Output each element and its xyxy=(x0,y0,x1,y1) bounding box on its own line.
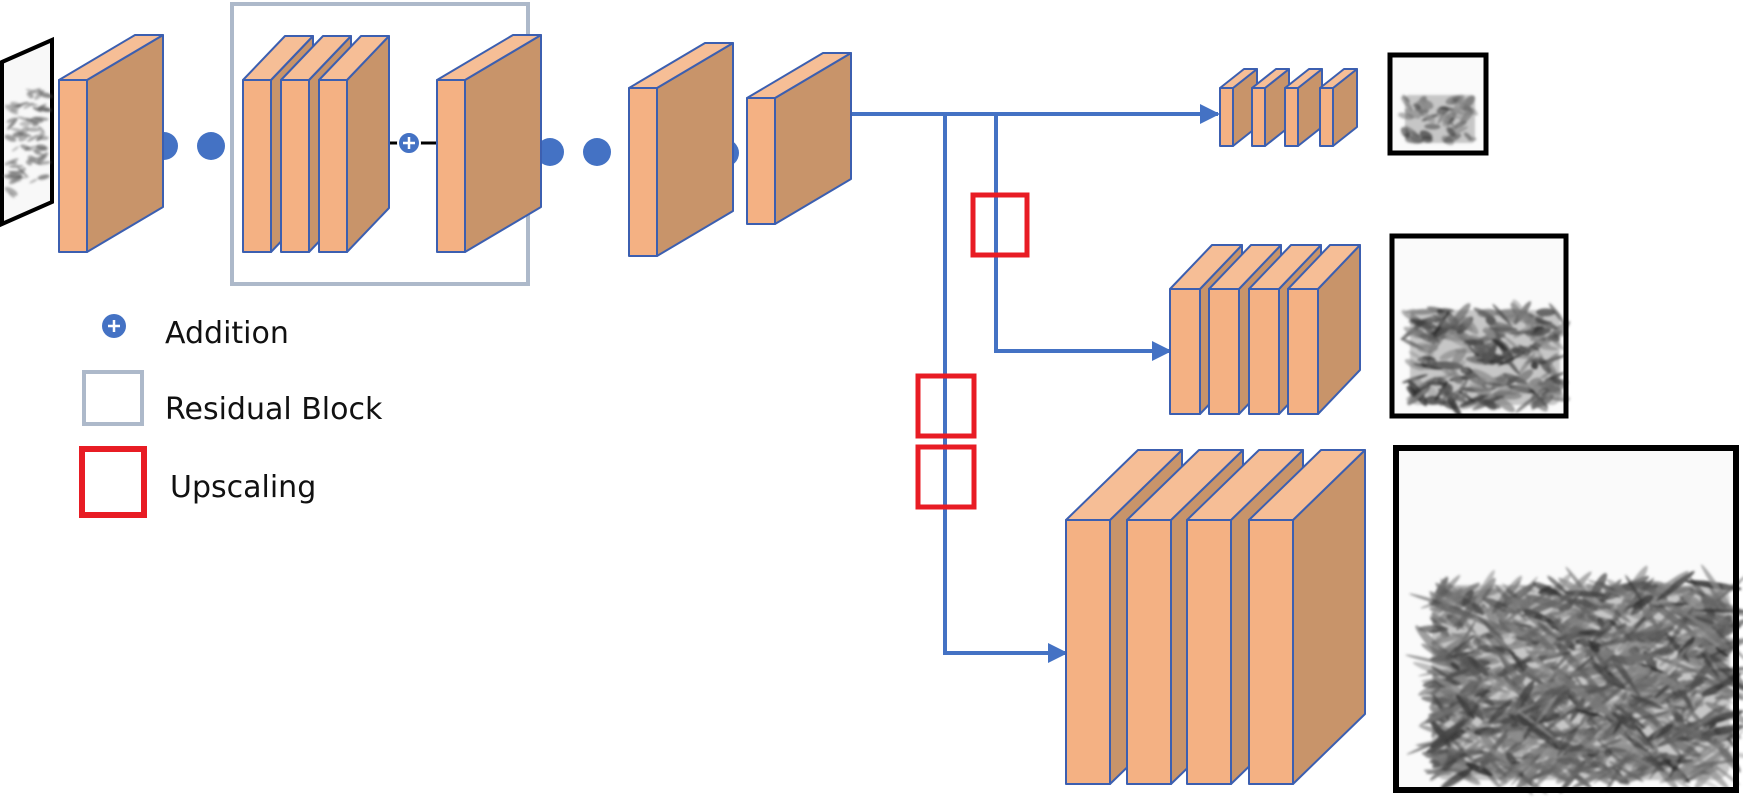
branch-medium-arrow xyxy=(994,114,1172,361)
output-image-medium xyxy=(1389,233,1571,419)
output-image-small xyxy=(1387,52,1489,156)
medium-branch-layer-4 xyxy=(1287,244,1361,415)
residual-layer-3 xyxy=(318,35,390,253)
branch-large-arrow xyxy=(943,114,1068,663)
upscaling-box-large-1 xyxy=(915,373,977,439)
layer-blocks xyxy=(58,34,1366,785)
residual-layer-4 xyxy=(436,34,542,253)
small-branch-layer-4 xyxy=(1319,68,1358,147)
legend-residual-block-label: Residual Block xyxy=(165,392,383,427)
legend-upscaling-label: Upscaling xyxy=(170,470,316,505)
output-image-large xyxy=(1393,445,1743,796)
legend-upscaling-icon xyxy=(79,446,147,518)
upscaling-boxes xyxy=(915,192,1030,510)
input-image xyxy=(0,36,54,228)
small-branch-layer-3 xyxy=(1284,68,1323,147)
layer-block-3 xyxy=(746,52,852,225)
legend-addition-icon xyxy=(102,314,126,338)
feature-images xyxy=(0,36,1743,796)
addition-icon xyxy=(397,131,421,155)
legend-residual-block-icon xyxy=(82,370,144,426)
upscaling-box-large-2 xyxy=(915,444,977,510)
upscaling-box-medium xyxy=(970,192,1030,258)
legend-addition-label: Addition xyxy=(165,316,289,351)
legend: Addition Residual Block Upscaling xyxy=(79,314,383,518)
small-branch-layer-2 xyxy=(1251,68,1290,147)
layer-block-2 xyxy=(628,42,734,257)
large-branch-layer-4 xyxy=(1248,449,1366,785)
layer-block-1 xyxy=(58,34,164,253)
